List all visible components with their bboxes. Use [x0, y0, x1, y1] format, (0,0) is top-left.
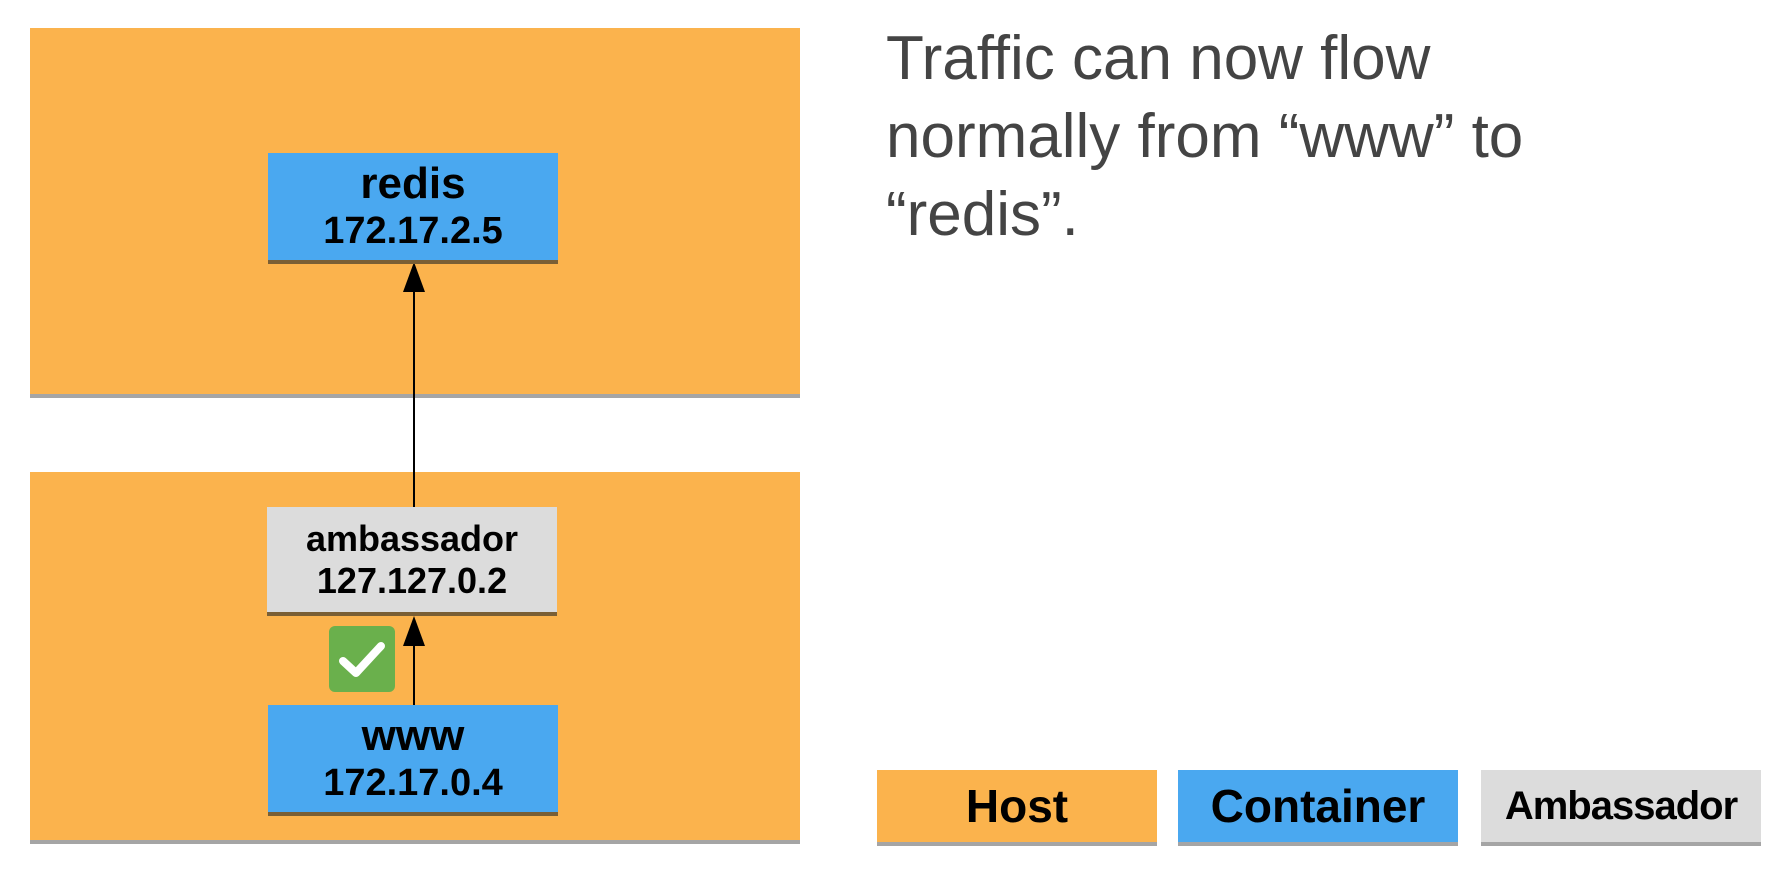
arrowhead-ambassador [403, 616, 425, 646]
redis-container: redis 172.17.2.5 [268, 153, 558, 264]
ambassador-name: ambassador [305, 518, 519, 560]
check-icon [329, 626, 395, 692]
www-ip: 172.17.0.4 [323, 761, 503, 804]
legend-ambassador: Ambassador [1481, 770, 1761, 846]
ambassador-container: ambassador 127.127.0.2 [267, 507, 557, 616]
redis-name: redis [360, 159, 466, 209]
caption-text: Traffic can now flow normally from “www”… [886, 24, 1524, 249]
www-name: www [361, 711, 465, 761]
arrowhead-redis [403, 262, 425, 292]
www-container: www 172.17.0.4 [268, 705, 558, 816]
legend-host: Host [877, 770, 1157, 846]
redis-ip: 172.17.2.5 [323, 209, 503, 252]
ambassador-ip: 127.127.0.2 [316, 559, 508, 601]
legend-container: Container [1178, 770, 1458, 846]
